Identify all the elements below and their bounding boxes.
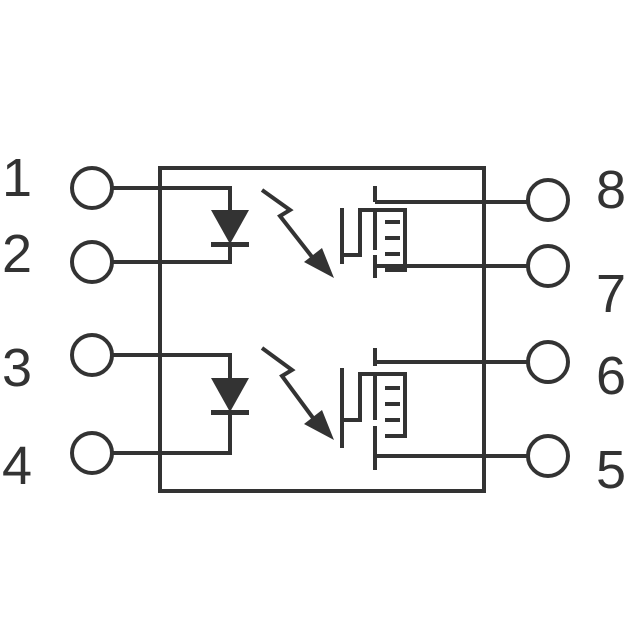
mosfet-icon (340, 186, 407, 278)
pin-8-label: 8 (596, 160, 626, 220)
pin-1-terminal (70, 166, 114, 210)
pin-5-terminal (526, 434, 570, 478)
led-diode-icon (211, 210, 249, 247)
wire-pin1 (112, 186, 232, 210)
pin-2-terminal (70, 240, 114, 284)
wire-pin2 (112, 244, 232, 264)
pin-7-label: 7 (596, 264, 626, 324)
pin-7-terminal (526, 244, 570, 288)
pin-6-terminal (526, 340, 570, 384)
pin-4-label: 4 (2, 436, 32, 496)
pin-5-label: 5 (596, 440, 626, 500)
package-outline (158, 166, 486, 493)
pin-4-terminal (70, 431, 114, 475)
mosfet-icon (340, 348, 407, 470)
channel-1 (112, 186, 528, 278)
pin-3-terminal (70, 333, 114, 377)
led-diode-icon (211, 378, 249, 415)
pin-1-label: 1 (2, 148, 32, 208)
channel-2 (112, 346, 528, 470)
pin-3-label: 3 (2, 338, 32, 398)
light-arrows-icon (260, 188, 334, 278)
pin-2-label: 2 (2, 224, 32, 284)
wire-pin4 (112, 412, 232, 455)
light-arrows-icon (260, 346, 334, 440)
wire-pin3 (112, 353, 232, 378)
pin-6-label: 6 (596, 346, 626, 406)
pin-8-terminal (526, 178, 570, 222)
